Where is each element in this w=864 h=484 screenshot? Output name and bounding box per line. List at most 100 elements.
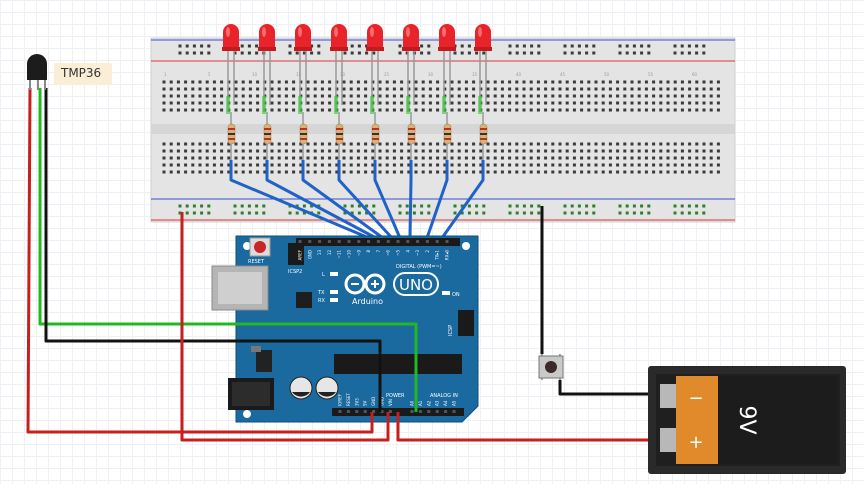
breadboard-hole[interactable]: [522, 149, 526, 153]
breadboard-hole[interactable]: [580, 163, 584, 167]
breadboard-hole[interactable]: [522, 163, 526, 167]
breadboard-hole[interactable]: [616, 80, 620, 84]
rail-hole[interactable]: [233, 51, 237, 55]
breadboard-hole[interactable]: [436, 101, 440, 105]
rail-hole[interactable]: [200, 51, 204, 55]
breadboard-hole[interactable]: [328, 149, 332, 153]
breadboard-hole[interactable]: [673, 142, 677, 146]
breadboard-hole[interactable]: [709, 156, 713, 160]
breadboard-hole[interactable]: [292, 156, 296, 160]
breadboard-hole[interactable]: [198, 80, 202, 84]
breadboard-hole[interactable]: [421, 87, 425, 91]
breadboard-hole[interactable]: [572, 101, 576, 105]
breadboard-hole[interactable]: [464, 108, 468, 112]
breadboard-hole[interactable]: [565, 94, 569, 98]
breadboard-hole[interactable]: [695, 149, 699, 153]
breadboard-hole[interactable]: [529, 170, 533, 174]
breadboard-hole[interactable]: [385, 94, 389, 98]
breadboard-hole[interactable]: [709, 80, 713, 84]
breadboard-hole[interactable]: [493, 101, 497, 105]
breadboard-hole[interactable]: [342, 170, 346, 174]
rail-hole[interactable]: [563, 51, 567, 55]
breadboard-hole[interactable]: [169, 87, 173, 91]
rail-hole[interactable]: [317, 51, 321, 55]
breadboard-hole[interactable]: [587, 149, 591, 153]
breadboard-hole[interactable]: [414, 87, 418, 91]
breadboard-hole[interactable]: [349, 87, 353, 91]
breadboard-hole[interactable]: [428, 149, 432, 153]
breadboard-hole[interactable]: [486, 87, 490, 91]
breadboard-hole[interactable]: [277, 156, 281, 160]
breadboard-hole[interactable]: [220, 80, 224, 84]
breadboard-hole[interactable]: [666, 94, 670, 98]
breadboard-hole[interactable]: [342, 149, 346, 153]
breadboard-hole[interactable]: [414, 94, 418, 98]
breadboard-hole[interactable]: [169, 108, 173, 112]
breadboard-hole[interactable]: [407, 170, 411, 174]
breadboard-hole[interactable]: [515, 101, 519, 105]
rail-hole[interactable]: [673, 204, 677, 208]
breadboard-hole[interactable]: [184, 156, 188, 160]
breadboard-hole[interactable]: [191, 108, 195, 112]
breadboard-hole[interactable]: [500, 108, 504, 112]
breadboard-hole[interactable]: [400, 156, 404, 160]
breadboard-hole[interactable]: [716, 170, 720, 174]
breadboard-hole[interactable]: [335, 87, 339, 91]
breadboard-hole[interactable]: [630, 94, 634, 98]
breadboard-hole[interactable]: [702, 94, 706, 98]
breadboard-hole[interactable]: [536, 108, 540, 112]
breadboard-hole[interactable]: [450, 156, 454, 160]
rail-hole[interactable]: [357, 211, 361, 215]
rail-hole[interactable]: [255, 51, 259, 55]
breadboard-hole[interactable]: [306, 108, 310, 112]
breadboard-hole[interactable]: [637, 156, 641, 160]
breadboard-hole[interactable]: [400, 94, 404, 98]
breadboard-hole[interactable]: [256, 94, 260, 98]
breadboard-hole[interactable]: [443, 170, 447, 174]
breadboard-hole[interactable]: [680, 156, 684, 160]
breadboard-hole[interactable]: [371, 149, 375, 153]
breadboard-hole[interactable]: [234, 170, 238, 174]
breadboard-hole[interactable]: [162, 80, 166, 84]
breadboard-hole[interactable]: [558, 87, 562, 91]
rail-hole[interactable]: [702, 51, 706, 55]
breadboard-hole[interactable]: [680, 170, 684, 174]
breadboard-hole[interactable]: [515, 170, 519, 174]
breadboard-hole[interactable]: [644, 149, 648, 153]
breadboard-hole[interactable]: [292, 101, 296, 105]
breadboard-hole[interactable]: [220, 156, 224, 160]
breadboard-hole[interactable]: [364, 156, 368, 160]
breadboard-hole[interactable]: [587, 170, 591, 174]
rail-hole[interactable]: [585, 51, 589, 55]
breadboard-hole[interactable]: [608, 142, 612, 146]
breadboard-hole[interactable]: [443, 87, 447, 91]
breadboard-hole[interactable]: [702, 142, 706, 146]
breadboard-hole[interactable]: [702, 149, 706, 153]
breadboard-hole[interactable]: [500, 163, 504, 167]
breadboard-hole[interactable]: [299, 156, 303, 160]
breadboard-hole[interactable]: [450, 163, 454, 167]
breadboard-hole[interactable]: [299, 87, 303, 91]
breadboard-hole[interactable]: [493, 80, 497, 84]
breadboard-hole[interactable]: [241, 163, 245, 167]
rail-hole[interactable]: [570, 44, 574, 48]
breadboard-hole[interactable]: [306, 149, 310, 153]
breadboard-hole[interactable]: [472, 149, 476, 153]
breadboard-hole[interactable]: [601, 87, 605, 91]
breadboard-hole[interactable]: [601, 101, 605, 105]
breadboard-hole[interactable]: [464, 101, 468, 105]
rail-hole[interactable]: [673, 44, 677, 48]
breadboard-hole[interactable]: [522, 80, 526, 84]
rail-hole[interactable]: [398, 211, 402, 215]
breadboard-hole[interactable]: [666, 101, 670, 105]
breadboard-hole[interactable]: [421, 142, 425, 146]
breadboard-hole[interactable]: [688, 156, 692, 160]
breadboard-hole[interactable]: [248, 87, 252, 91]
breadboard-hole[interactable]: [385, 87, 389, 91]
breadboard-hole[interactable]: [594, 101, 598, 105]
rail-hole[interactable]: [460, 51, 464, 55]
analog-pin-hole[interactable]: [452, 410, 456, 413]
breadboard-hole[interactable]: [400, 101, 404, 105]
breadboard-hole[interactable]: [565, 101, 569, 105]
breadboard-hole[interactable]: [162, 142, 166, 146]
